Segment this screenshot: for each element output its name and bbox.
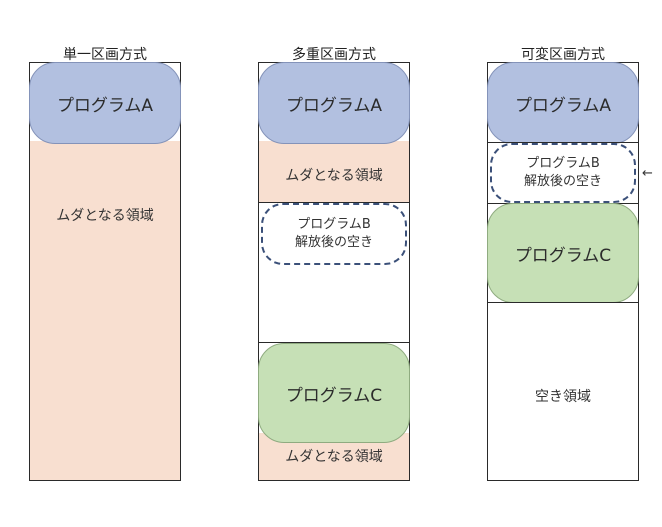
freed-label-line1: プログラムB [526,156,600,171]
freed-label-line2: 解放後の空き [523,174,602,189]
partition-divider [488,142,638,143]
program-c-label: プログラムC [285,385,383,406]
variable-partition-title: 可変区画方式 [521,47,605,63]
partition-divider [259,342,409,343]
freed-label-line1: プログラムB [297,217,371,232]
partition-divider [259,202,409,203]
waste-region-bottom-label: ムダとなる領域 [285,449,383,465]
freed-label-line2: 解放後の空き [294,235,373,250]
program-a-block: プログラムA [258,62,410,144]
program-a-label: プログラムA [56,95,154,116]
annotation-arrow: ← [642,166,653,181]
program-c-block: プログラムC [258,343,410,443]
variable-partition-memory: プログラムA プログラムB 解放後の空き プログラムC 空き領域 [487,62,639,481]
single-partition-title: 単一区画方式 [63,47,147,63]
waste-region-top-label: ムダとなる領域 [285,168,383,184]
single-partition-memory: ムダとなる領域 プログラムA [29,62,181,481]
free-region-label: 空き領域 [535,389,591,405]
waste-region-label: ムダとなる領域 [56,208,154,224]
waste-region [30,141,180,480]
program-c-label: プログラムC [514,245,612,266]
partition-divider [488,302,638,303]
program-c-block: プログラムC [487,203,639,303]
freed-program-b-region: プログラムB 解放後の空き [261,203,407,265]
freed-program-b-region: プログラムB 解放後の空き [490,143,636,203]
program-a-label: プログラムA [285,95,383,116]
multiple-partition-title: 多重区画方式 [292,47,376,63]
multiple-partition-memory: ムダとなる領域 プログラムA プログラムB 解放後の空き プログラムC ムダとな… [258,62,410,481]
waste-region-top [259,141,409,203]
program-a-label: プログラムA [514,95,612,116]
program-a-block: プログラムA [487,62,639,144]
program-a-block: プログラムA [29,62,181,144]
